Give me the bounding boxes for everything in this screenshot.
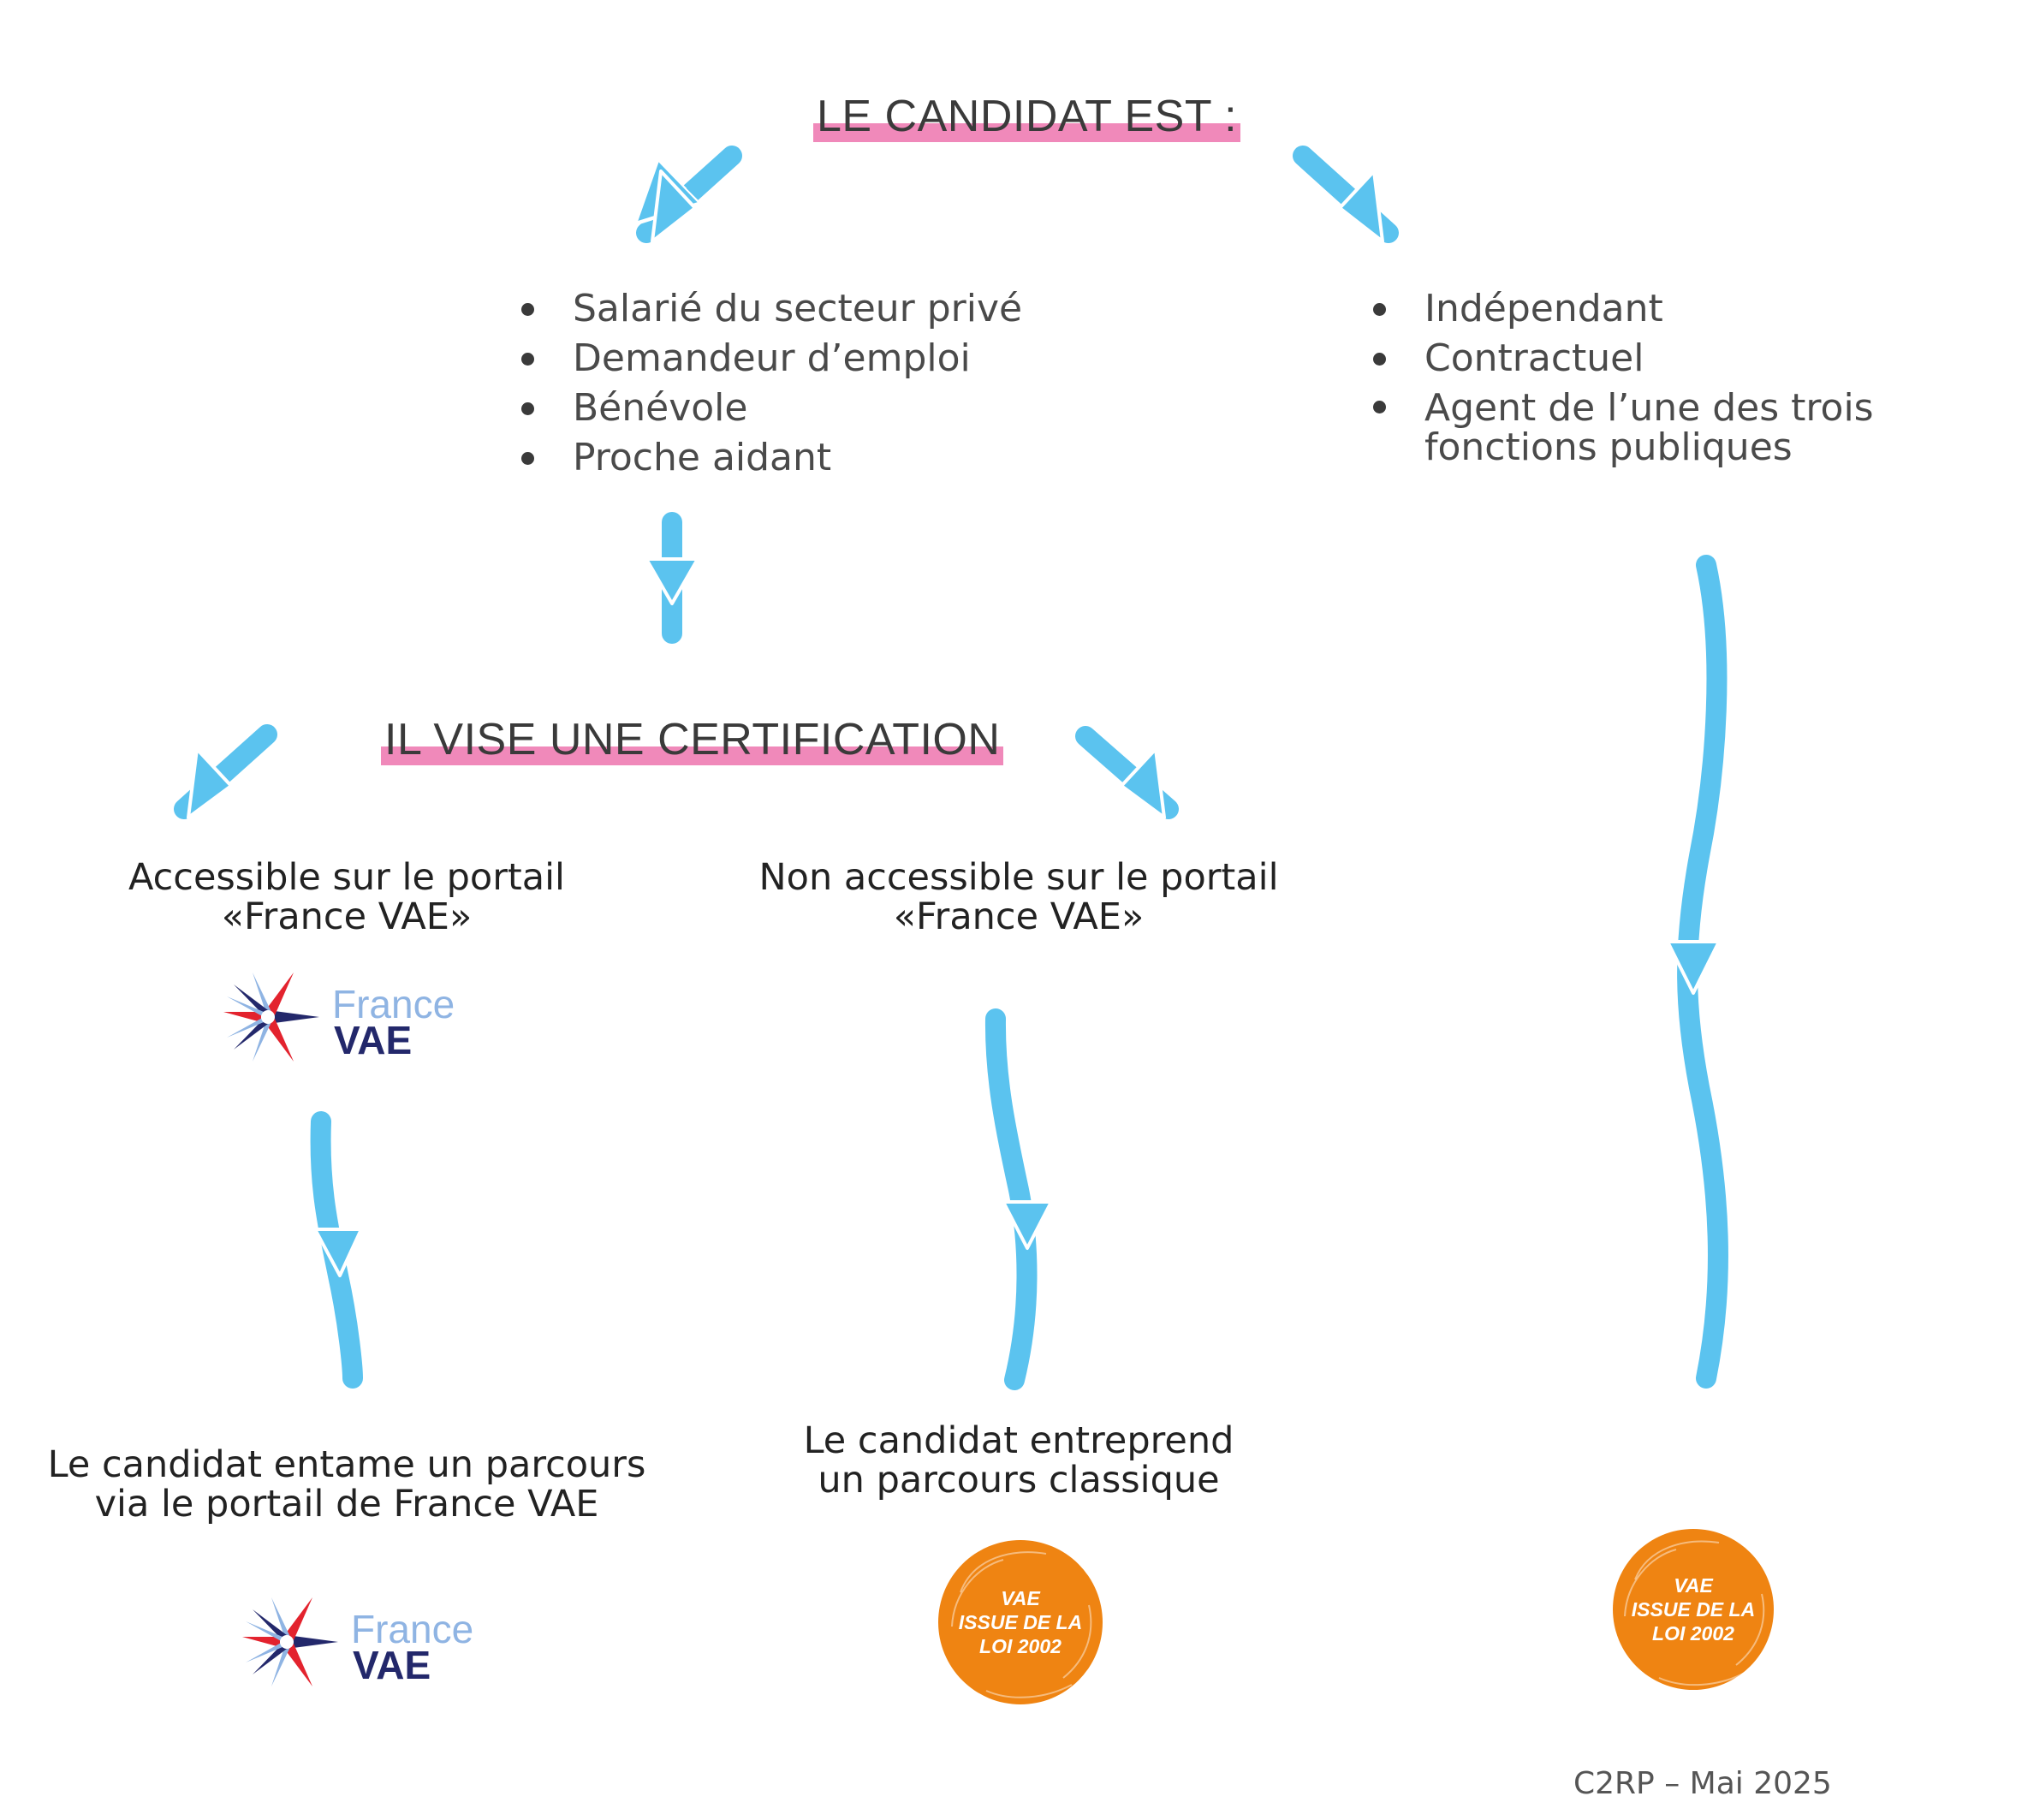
logo-word-vae: VAE [334, 1018, 413, 1062]
badge-line-1: VAE [1674, 1574, 1713, 1597]
outcome-classic-path: Le candidat entreprend un parcours class… [719, 1421, 1318, 1500]
badge-line-2: ISSUE DE LA [1631, 1598, 1756, 1621]
badge-circle [938, 1540, 1103, 1704]
arrowhead-middle-wavy [1002, 1200, 1053, 1250]
list-item-line: fonctions publiques [1424, 425, 1793, 469]
badge-line-2: ISSUE DE LA [958, 1611, 1083, 1633]
star-icon [223, 972, 319, 1062]
logo-word-france: France [332, 982, 455, 1026]
badge-circle [1613, 1529, 1774, 1690]
france-vae-logo: France VAE [221, 966, 478, 1068]
outcome-left-line-1: Le candidat entame un parcours [47, 1443, 646, 1486]
heading-candidate-is: LE CANDIDAT EST : [813, 94, 1241, 142]
list-item: Demandeur d’emploi [518, 334, 1134, 384]
accessible-line-2: «France VAE» [221, 895, 473, 938]
accessible-line-1: Accessible sur le portail [128, 856, 565, 899]
list-item: Contractuel [1370, 334, 1969, 384]
star-icon [242, 1597, 338, 1686]
list-item: Proche aidant [518, 433, 1134, 483]
list-item: Bénévole [518, 384, 1134, 433]
badge-text: VAE ISSUE DE LA LOI 2002 [1609, 1524, 1777, 1695]
footer-credit: C2RP – Mai 2025 [1573, 1766, 1832, 1801]
list-item: Indépendant [1370, 284, 1969, 334]
arrowhead-top-left [651, 170, 697, 243]
arrowhead-left-wavy [313, 1228, 363, 1277]
outcome-left-line-2: via le portail de France VAE [94, 1483, 599, 1526]
outcome-middle-line-2: un parcours classique [818, 1459, 1220, 1502]
arrowhead-left-list [645, 557, 699, 605]
list-item: Salarié du secteur privé [518, 284, 1134, 334]
arrow-middle-wavy [984, 1008, 1038, 1390]
logo-word-france: France [351, 1607, 474, 1651]
employee-status-list: Salarié du secteur privé Demandeur d’emp… [518, 284, 1134, 483]
arrowhead-middle-right [1120, 747, 1166, 819]
arrowhead-top-right [1338, 170, 1384, 243]
vae-loi-2002-badge: VAE ISSUE DE LA LOI 2002 [935, 1532, 1106, 1712]
heading-targets-certification: IL VISE UNE CERTIFICATION [381, 717, 1004, 765]
list-item: Agent de l’une des trois fonctions publi… [1370, 384, 1969, 467]
logo-word-vae: VAE [353, 1643, 431, 1687]
badge-line-3: LOI 2002 [979, 1635, 1062, 1657]
arrowhead-right-long [1666, 940, 1721, 995]
arrowhead-middle-left [187, 747, 233, 819]
badge-line-1: VAE [1001, 1587, 1040, 1609]
outcome-france-vae-portal: Le candidat entame un parcours via le po… [0, 1445, 693, 1524]
france-vae-logo: France VAE [240, 1591, 497, 1693]
badge-text: VAE ISSUE DE LA LOI 2002 [935, 1532, 1106, 1712]
list-item-line: Agent de l’une des trois [1424, 386, 1874, 430]
non-accessible-label: Non accessible sur le portail «France VA… [719, 858, 1318, 937]
outcome-middle-line-1: Le candidat entreprend [803, 1419, 1234, 1462]
non-accessible-line-1: Non accessible sur le portail [758, 856, 1279, 899]
independent-status-list: Indépendant Contractuel Agent de l’une d… [1370, 284, 1969, 467]
vae-loi-2002-badge: VAE ISSUE DE LA LOI 2002 [1609, 1524, 1777, 1695]
accessible-label: Accessible sur le portail «France VAE» [68, 858, 625, 937]
badge-line-3: LOI 2002 [1652, 1622, 1734, 1645]
non-accessible-line-2: «France VAE» [893, 895, 1145, 938]
